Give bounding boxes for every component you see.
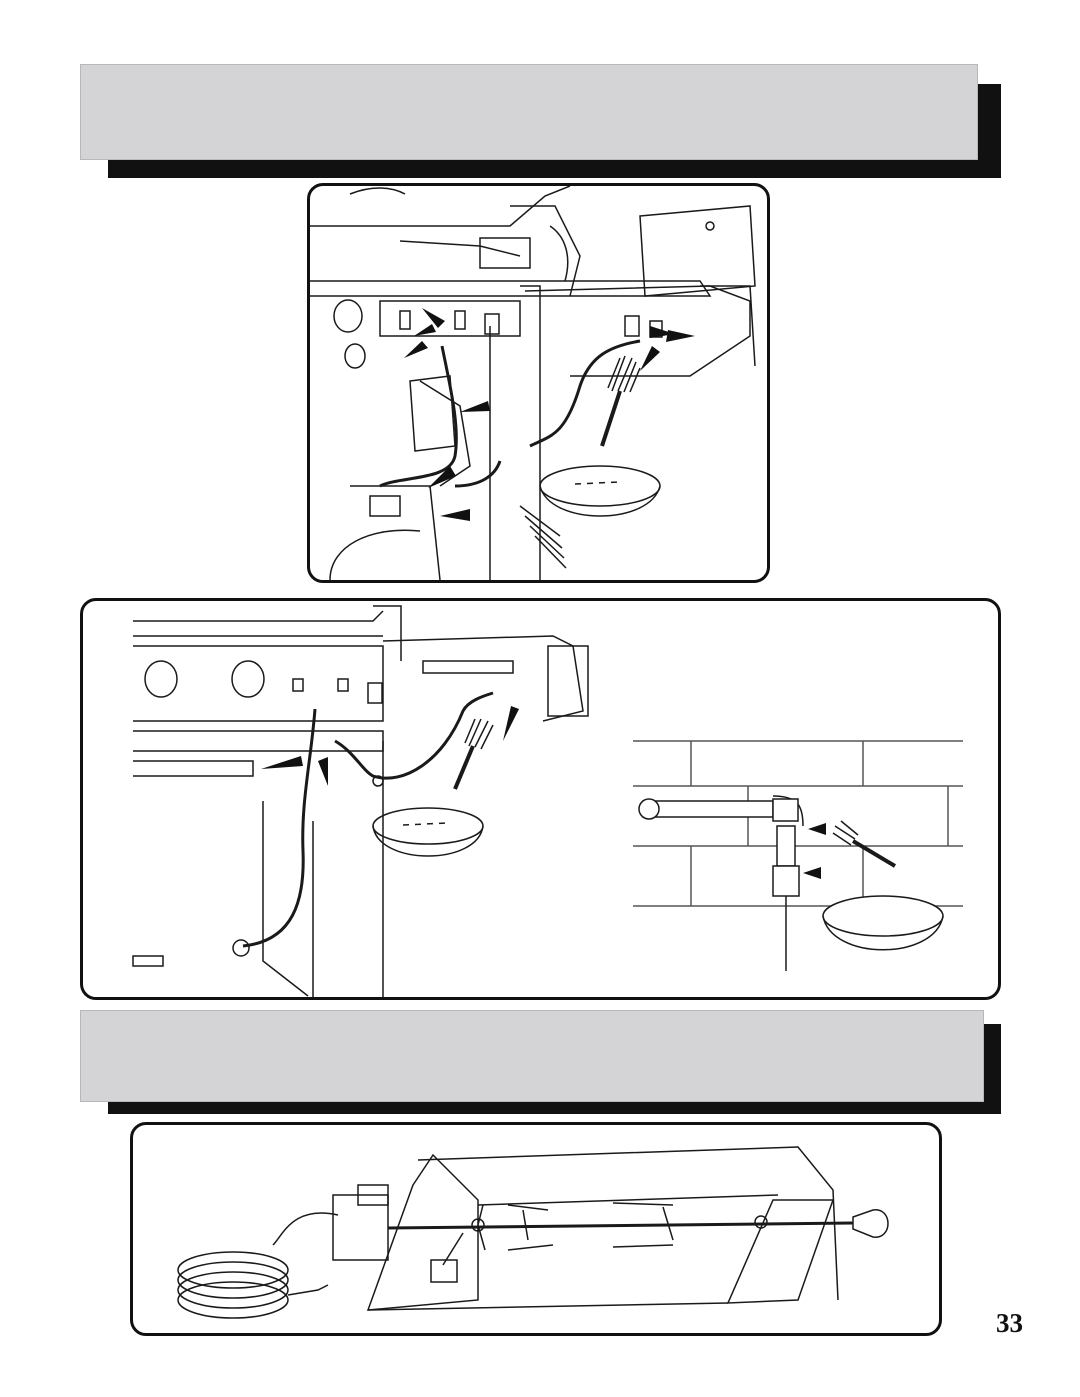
bottom-banner xyxy=(80,1010,984,1102)
wall-gas-line-scene xyxy=(633,740,963,971)
figure-rotisserie-assembly xyxy=(130,1122,942,1336)
counterweight-icon xyxy=(430,1232,464,1283)
arrow-icon xyxy=(261,756,303,769)
arrow-icon xyxy=(440,509,470,521)
arrow-icon xyxy=(808,823,826,835)
arrow-icon xyxy=(650,326,675,338)
page-number: 33 xyxy=(996,1308,1023,1338)
arrow-icon xyxy=(640,346,660,371)
power-cord-icon xyxy=(177,1212,339,1319)
arrow-icon xyxy=(503,706,519,741)
rotisserie-drawing xyxy=(177,1146,889,1319)
control-knob-1 xyxy=(333,299,363,333)
pan-icon xyxy=(822,895,944,951)
motor-icon xyxy=(332,1184,389,1261)
lid-hole-icon xyxy=(705,221,715,231)
control-knob-2 xyxy=(344,343,366,369)
arrow-icon xyxy=(460,401,490,412)
figure-hose-and-gas-line-leak-check xyxy=(80,598,1001,1000)
figure-side-burner-drawing xyxy=(310,186,756,580)
spit-rod-icon xyxy=(387,1209,889,1238)
figure-hose-drawing xyxy=(132,605,963,997)
figure-side-burner-leak-check xyxy=(307,183,770,583)
brush-icon xyxy=(453,718,494,790)
arrow-icon xyxy=(414,324,436,336)
control-knob-1 xyxy=(144,660,178,698)
pan-icon xyxy=(539,465,661,517)
arrow-icon xyxy=(803,867,821,879)
arrow-icon xyxy=(404,341,428,358)
brush-icon xyxy=(832,820,897,868)
pan-icon xyxy=(372,807,484,857)
forks-icon xyxy=(471,1202,768,1251)
leak-point-arrows xyxy=(261,706,519,786)
arrow-icon xyxy=(428,466,456,488)
arrow-icon xyxy=(318,757,328,786)
arrow-icon xyxy=(422,308,445,328)
control-knob-2 xyxy=(231,660,265,698)
arrow-icon xyxy=(666,330,695,342)
brush-icon xyxy=(600,355,641,447)
top-banner xyxy=(80,64,978,160)
leak-point-arrows xyxy=(404,308,695,521)
